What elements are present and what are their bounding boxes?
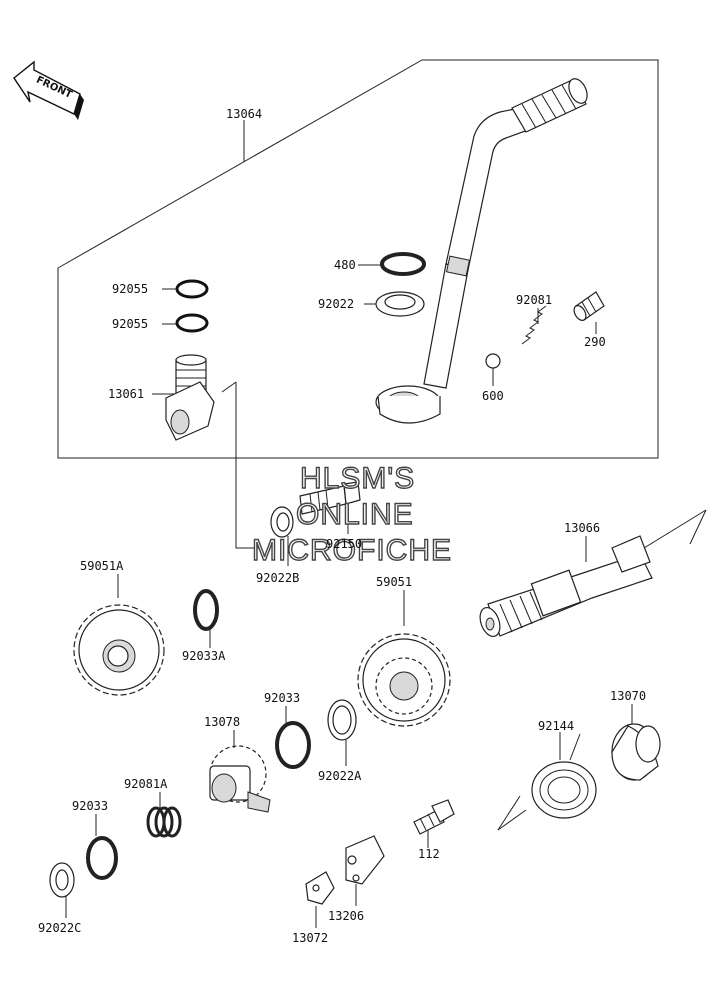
circlip-92033A: [193, 589, 219, 631]
label-59051A: 59051A: [80, 559, 124, 573]
stopper-13072: [305, 871, 335, 905]
label-59051: 59051: [376, 575, 412, 589]
kick-shaft-13066: [479, 535, 653, 638]
label-92022B: 92022B: [256, 571, 299, 585]
label-13078: 13078: [204, 715, 240, 729]
circlip-92033-lower: [86, 836, 118, 880]
label-112: 112: [418, 847, 440, 861]
circlip-92033: [275, 721, 311, 769]
o-ring-92055-upper: [175, 279, 209, 299]
bolt-112: [413, 799, 455, 835]
label-480: 480: [334, 258, 356, 272]
label-600: 600: [482, 389, 504, 403]
label-92055-upper: 92055: [112, 282, 148, 296]
ring-480: [380, 252, 426, 276]
assembly-outline-13064: [57, 59, 659, 459]
plate-13206: [345, 835, 385, 885]
label-92033-lower: 92033: [72, 799, 108, 813]
kick-pedal-arm: [375, 107, 529, 424]
label-92033: 92033: [264, 691, 300, 705]
ratchet-13078: [209, 745, 271, 813]
washer-92022A: [327, 699, 357, 741]
gear-59051A: [73, 604, 165, 696]
guide-13070: [611, 723, 661, 781]
label-92022: 92022: [318, 297, 354, 311]
pedal-grip: [511, 78, 588, 133]
washer-92022C: [49, 862, 75, 898]
label-92055-lower: 92055: [112, 317, 148, 331]
label-13064: 13064: [226, 107, 262, 121]
spring-92081: [521, 305, 547, 345]
label-92022A: 92022A: [318, 769, 362, 783]
spring-92081A: [146, 806, 182, 838]
label-13072: 13072: [292, 931, 328, 945]
label-92150: 92150: [326, 537, 362, 551]
label-92022C: 92022C: [38, 921, 81, 935]
label-92033A: 92033A: [182, 649, 226, 663]
label-92144: 92144: [538, 719, 574, 733]
watermark-line1: HLSM'S: [300, 462, 415, 495]
label-13061: 13061: [108, 387, 144, 401]
ball-600: [485, 353, 501, 369]
label-13206: 13206: [328, 909, 364, 923]
torsion-spring-92144: [531, 733, 597, 819]
label-290: 290: [584, 335, 606, 349]
washer-92022: [375, 291, 425, 317]
label-92081: 92081: [516, 293, 552, 307]
o-ring-92055-lower: [175, 313, 209, 333]
watermark-line2: ONLINE: [296, 498, 414, 531]
label-13070: 13070: [610, 689, 646, 703]
label-92081A: 92081A: [124, 777, 168, 791]
plunger-290: [573, 291, 605, 321]
washer-92022B: [270, 506, 294, 538]
bolt-92150: [299, 481, 361, 515]
watermark-line3: MICROFICHE: [252, 534, 452, 567]
front-arrow-icon: FRONT: [13, 60, 84, 120]
gear-59051: [357, 633, 451, 727]
pivot-shaft-13061: [165, 354, 215, 441]
label-13066: 13066: [564, 521, 600, 535]
